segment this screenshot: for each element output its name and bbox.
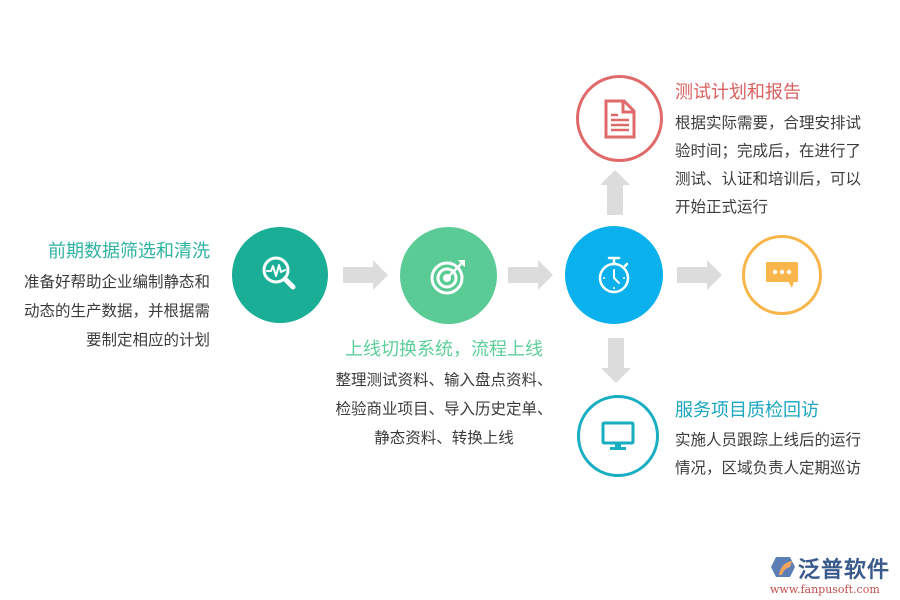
- test-plan-line: 根据实际需要，合理安排试: [675, 114, 862, 132]
- step1-text: 前期数据筛选和清洗: [48, 241, 210, 263]
- magnifier-pulse-icon: [262, 256, 296, 290]
- stopwatch-icon: [598, 256, 630, 294]
- test-plan-circle: [576, 75, 663, 162]
- step2-line: 整理测试资料、输入盘点资料、: [335, 371, 553, 389]
- step3-circle: [565, 226, 663, 324]
- logo-name: 泛普软件: [798, 558, 891, 583]
- logo-url: www.fanpusoft.com: [770, 583, 880, 596]
- feedback-circle: [742, 235, 822, 315]
- step2-title: 上线切换系统，流程上线: [345, 339, 543, 360]
- monitor-icon: [601, 421, 635, 450]
- service-followup-line: 实施人员跟踪上线后的运行: [675, 431, 862, 449]
- step2-circle: [400, 227, 497, 324]
- chat-bubble-icon: [766, 262, 798, 288]
- test-plan-title: 测试计划和报告: [675, 82, 801, 103]
- arrow-up-icon: [600, 170, 630, 215]
- step1-line: 要制定相应的计划: [85, 331, 210, 349]
- logo: 泛普软件 www.fanpusoft.com: [768, 552, 898, 598]
- service-followup-circle: [577, 395, 659, 477]
- step2-text: 上线切换系统，流程上线: [294, 339, 594, 361]
- test-plan-line: 验时间；完成后，在进行了: [675, 142, 862, 160]
- service-followup-line: 情况，区域负责人定期巡访: [675, 459, 862, 477]
- arrow-right-icon: [343, 260, 388, 290]
- test-plan-description: 根据实际需要，合理安排试 验时间；完成后，在进行了 测试、认证和培训后，可以 开…: [675, 109, 861, 221]
- arrow-right-icon: [508, 260, 553, 290]
- arrow-right-icon: [677, 260, 722, 290]
- service-followup-description: 实施人员跟踪上线后的运行 情况，区域负责人定期巡访: [675, 426, 861, 482]
- step2-line: 静态资料、转换上线: [374, 429, 514, 447]
- test-plan-text: 测试计划和报告: [675, 82, 801, 104]
- step2-line: 检验商业项目、导入历史定单、: [335, 400, 553, 418]
- service-followup-text: 服务项目质检回访: [675, 400, 819, 422]
- step1-description: 准备好帮助企业编制静态和 动态的生产数据，并根据需 要制定相应的计划: [24, 268, 210, 355]
- step1-line: 准备好帮助企业编制静态和: [23, 273, 210, 291]
- step2-description: 整理测试资料、输入盘点资料、 检验商业项目、导入历史定单、 静态资料、转换上线: [294, 366, 594, 453]
- test-plan-line: 开始正式运行: [675, 198, 769, 216]
- test-plan-line: 测试、认证和培训后，可以: [675, 170, 862, 188]
- step1-circle: [232, 227, 328, 323]
- document-icon: [604, 99, 635, 138]
- service-followup-title: 服务项目质检回访: [675, 400, 819, 421]
- arrow-down-icon: [601, 338, 631, 383]
- step1-line: 动态的生产数据，并根据需: [23, 302, 210, 320]
- logo-icon: [771, 557, 795, 577]
- target-icon: [430, 259, 465, 294]
- step1-title: 前期数据筛选和清洗: [48, 241, 210, 262]
